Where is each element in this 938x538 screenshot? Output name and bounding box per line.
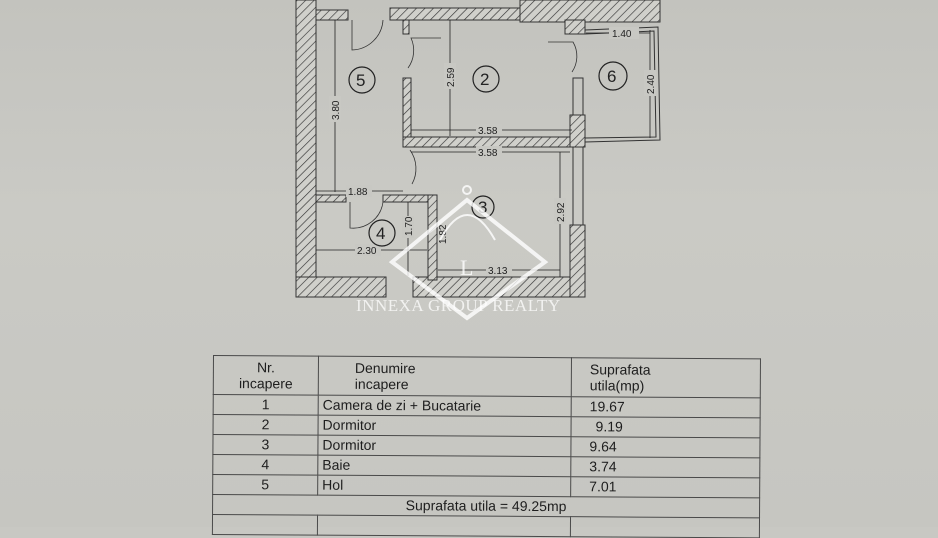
dim-balcony-width: 1.40	[612, 29, 632, 40]
cell-nr: 1	[213, 394, 319, 416]
cell-name: Camera de zi + Bucatarie	[318, 395, 572, 417]
document-background	[0, 0, 938, 527]
doors	[349, 19, 578, 229]
cell-nr: 4	[212, 454, 318, 476]
watermark-logo: L	[388, 185, 549, 321]
cell-area: 9.64	[570, 436, 761, 458]
cell-area: 3.74	[570, 456, 760, 478]
cell-name: Baie	[317, 455, 571, 477]
room-label-6: 6	[607, 67, 616, 86]
dim-hall-height: 3.80	[331, 100, 342, 120]
watermark-logo-letter: L	[460, 255, 473, 280]
cell-name: Hol	[317, 475, 571, 497]
dim-bath-width: 2.30	[357, 246, 377, 257]
room-label-5: 5	[356, 71, 365, 90]
cell-name: Dormitor	[317, 435, 572, 457]
room-label-2: 2	[480, 70, 489, 89]
dim-hall-width: 1.88	[348, 187, 368, 198]
windows-and-balcony	[572, 26, 661, 226]
watermark-text: INNEXA GROUP REALTY	[356, 296, 561, 315]
header-nr: Nr.incapere	[213, 355, 319, 396]
dim-room2-height: 2.59	[446, 67, 457, 87]
dim-room3-width-top: 3.58	[478, 148, 498, 159]
cell-nr: 2	[213, 414, 319, 436]
cell-name: Dormitor	[318, 415, 572, 437]
dim-balcony-height: 2.40	[646, 74, 657, 94]
walls	[295, 0, 661, 298]
room-label-3: 3	[478, 198, 487, 217]
cell-nr: 5	[212, 474, 318, 496]
dim-room3-height: 2.92	[556, 202, 567, 222]
dim-room3-width-bottom: 3.13	[488, 266, 508, 277]
room-label-4: 4	[376, 224, 385, 243]
cell-area: 9.19	[571, 416, 761, 438]
dim-room2-width: 3.58	[478, 126, 498, 137]
cell-area: 7.01	[570, 476, 760, 498]
floor-plan: 1.40 2.40 2.59 3.58 3.58 2.92 3.13 3.80 …	[295, 0, 661, 321]
cell-nr: 3	[212, 434, 319, 456]
room-markers	[348, 61, 628, 247]
cell-area: 19.67	[571, 396, 761, 418]
table-row-cut	[212, 514, 760, 538]
dim-bath-height: 1.70	[404, 216, 415, 236]
